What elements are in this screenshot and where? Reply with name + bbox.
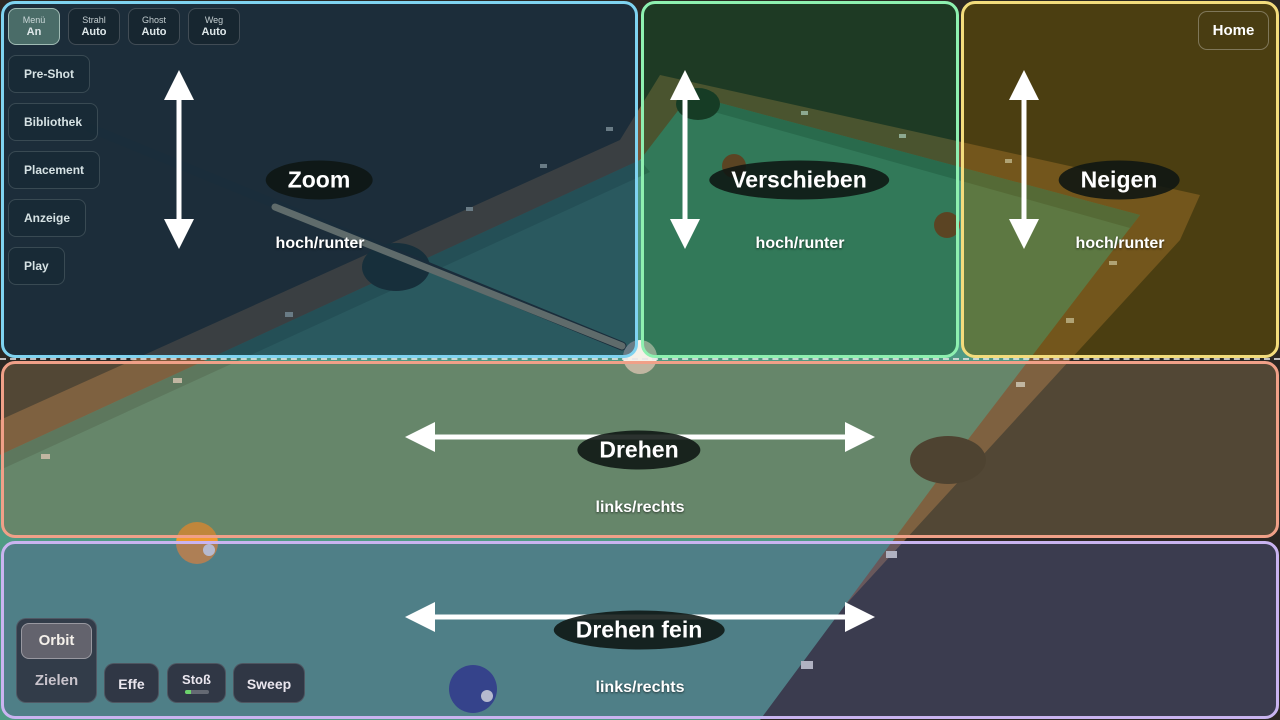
shot-button[interactable]: Stoß [167, 663, 226, 703]
library-button[interactable]: Bibliothek [8, 103, 99, 141]
shot-power-fill [185, 690, 191, 694]
pocket [910, 436, 986, 484]
home-button[interactable]: Home [1198, 11, 1269, 50]
spin-button[interactable]: Effe [104, 663, 159, 703]
toggle-value: An [26, 26, 42, 38]
tilt-label: Neigen [1058, 160, 1180, 200]
placement-button[interactable]: Placement [8, 151, 101, 189]
menu-toggle[interactable]: Menü An [8, 8, 60, 45]
sweep-label: Sweep [246, 676, 292, 692]
orbit-mode-button[interactable]: Orbit [21, 623, 92, 659]
path-toggle[interactable]: Weg Auto [188, 8, 240, 45]
toggle-label: Ghost [141, 15, 166, 25]
aim-mode-button[interactable]: Zielen [34, 672, 79, 689]
shot-label: Stoß [182, 672, 211, 687]
pre-shot-button[interactable]: Pre-Shot [8, 55, 91, 93]
rotate-fine-hint: links/rechts [595, 679, 685, 696]
camera-mode-panel: Orbit Zielen [16, 618, 97, 703]
tilt-hint: hoch/runter [1075, 235, 1165, 252]
toggle-label: Weg [204, 15, 224, 25]
zoom-label: Zoom [265, 160, 373, 200]
toggle-value: Auto [141, 26, 167, 38]
toggle-label: Menü [22, 15, 46, 25]
display-button[interactable]: Anzeige [8, 199, 87, 237]
toggle-value: Auto [201, 26, 227, 38]
ball [934, 212, 960, 238]
rotate-label: Drehen [577, 430, 701, 470]
rotate-fine-label: Drehen fein [553, 610, 725, 650]
toggle-value: Auto [81, 26, 107, 38]
play-button[interactable]: Play [8, 247, 65, 285]
zone-divider [0, 358, 1280, 360]
rotate-hint: links/rechts [595, 499, 685, 516]
toggle-label: Strahl [82, 15, 106, 25]
zoom-hint: hoch/runter [275, 235, 365, 252]
ray-toggle[interactable]: Strahl Auto [68, 8, 120, 45]
shot-power-bar [185, 690, 209, 694]
pan-label: Verschieben [709, 160, 889, 200]
pan-hint: hoch/runter [755, 235, 845, 252]
spin-label: Effe [118, 676, 145, 692]
sweep-button[interactable]: Sweep [233, 663, 305, 703]
ghost-toggle[interactable]: Ghost Auto [128, 8, 180, 45]
